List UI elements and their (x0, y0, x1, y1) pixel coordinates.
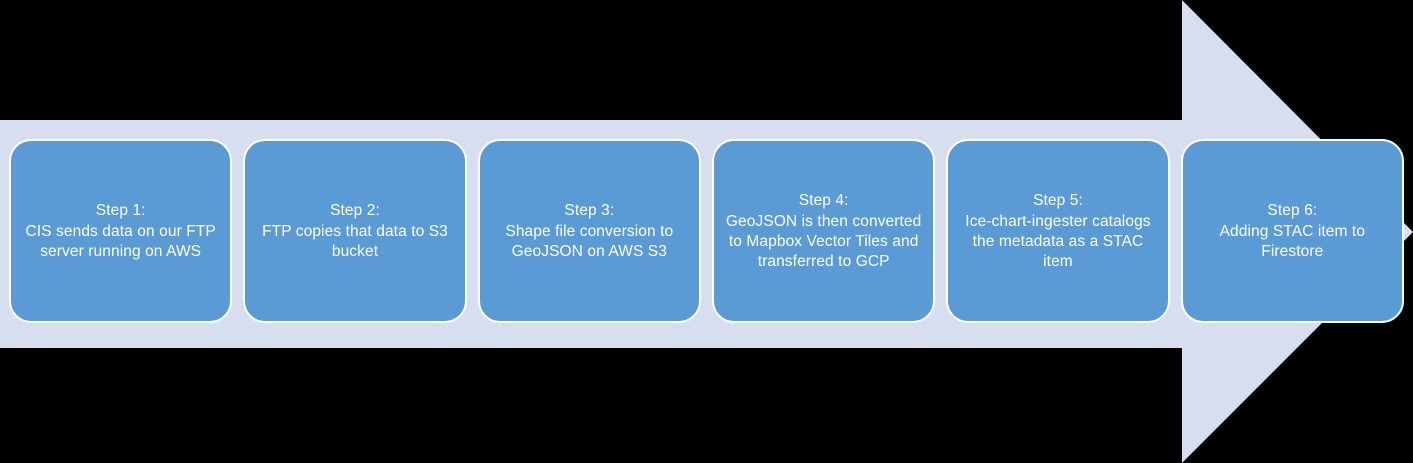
step-4-description: GeoJSON is then converted to Mapbox Vect… (725, 213, 922, 270)
step-3-title: Step 3: (564, 201, 615, 219)
step-box-6[interactable]: Step 6: Adding STAC item to Firestore (1180, 139, 1404, 323)
step-box-3[interactable]: Step 3: Shape file conversion to GeoJSON… (477, 139, 701, 323)
step-1-description: CIS sends data on our FTP server running… (25, 223, 216, 260)
step-3-description: Shape file conversion to GeoJSON on AWS … (505, 223, 674, 260)
step-2-title: Step 2: (330, 201, 380, 219)
step-box-2[interactable]: Step 2: FTP copies that data to S3 bucke… (243, 139, 467, 323)
step-box-1[interactable]: Step 1: CIS sends data on our FTP server… (9, 139, 233, 323)
step-5-description: Ice-chart-ingester catalogs the metadata… (965, 213, 1151, 270)
step-1-title: Step 1: (95, 201, 146, 219)
step-5-title: Step 5: (1033, 191, 1083, 209)
step-6-description: Adding STAC item to Firestore (1219, 223, 1366, 260)
step-4-title: Step 4: (798, 191, 849, 209)
step-box-4[interactable]: Step 4: GeoJSON is then converted to Map… (711, 139, 936, 323)
step-6-title: Step 6: (1267, 201, 1318, 219)
step-2-description: FTP copies that data to S3 bucket (262, 223, 448, 260)
step-box-5[interactable]: Step 5: Ice-chart-ingester catalogs the … (946, 139, 1170, 323)
steps-row: Step 1: CIS sends data on our FTP server… (9, 139, 1404, 323)
